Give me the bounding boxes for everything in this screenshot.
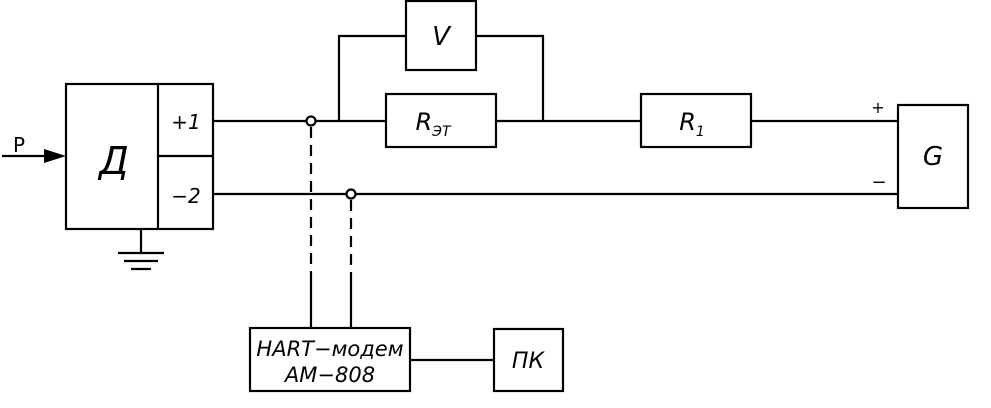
resistor-et-label: RЭТ [415, 108, 451, 140]
pressure-arrow-head [44, 149, 66, 163]
power-supply-minus: − [871, 172, 886, 193]
pressure-label: P [13, 133, 25, 157]
resistor-1-main: R [679, 108, 696, 136]
junction-node-bottom [345, 188, 357, 200]
resistor-et-box [384, 92, 498, 149]
pc-block: ПК [492, 327, 565, 393]
voltmeter-block: V [404, 0, 478, 72]
hart-dashed-links [309, 127, 353, 282]
terminal-minus-label: −2 [171, 184, 200, 208]
hart-modem-box [248, 326, 412, 393]
power-supply-block: G + − [871, 98, 970, 210]
power-supply-label: G [923, 142, 943, 172]
resistor-et-sub: ЭТ [431, 124, 452, 140]
wire-voltmeter-left [337, 34, 406, 121]
resistor-et-main: R [415, 108, 432, 136]
terminal-plus-label: +1 [171, 110, 200, 134]
voltmeter-box [404, 0, 478, 72]
pc-box [492, 327, 565, 393]
resistor-et-block: RЭТ [384, 92, 498, 149]
resistor-1-label: R1 [679, 108, 705, 140]
sensor-block: Д +1 −2 [64, 82, 215, 231]
sensor-label: Д [97, 139, 129, 183]
pressure-input: P [2, 133, 66, 163]
resistor-1-box [639, 92, 753, 149]
ground-symbol [118, 229, 164, 271]
pc-label: ПК [512, 349, 546, 374]
hart-modem-line2: АМ−808 [283, 363, 375, 387]
resistor-1-sub: 1 [696, 124, 705, 140]
wires [213, 34, 898, 362]
voltmeter-label: V [432, 22, 452, 52]
power-supply-box [896, 103, 970, 210]
junction-node-top [305, 115, 317, 127]
hart-modem-block: HART−модем АМ−808 [248, 326, 412, 393]
hart-modem-line1: HART−модем [256, 337, 403, 361]
resistor-1-block: R1 [639, 92, 753, 149]
power-supply-plus: + [871, 98, 884, 117]
wire-voltmeter-right [476, 34, 545, 121]
